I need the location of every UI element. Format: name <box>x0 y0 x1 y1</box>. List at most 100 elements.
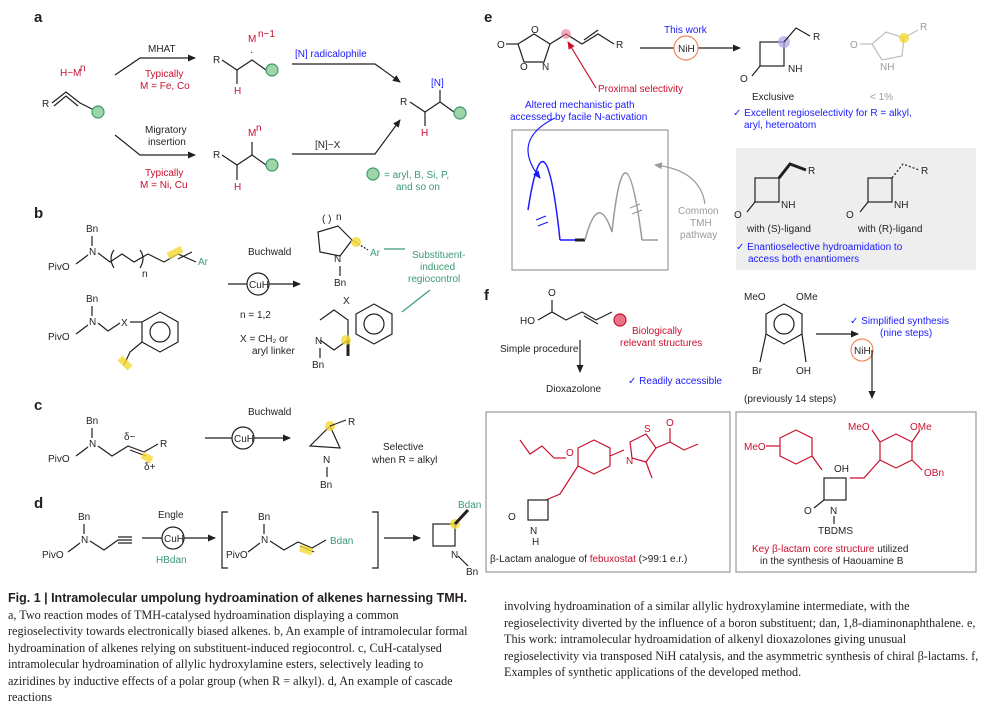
b2-n: N <box>89 317 96 328</box>
e-altered1: Altered mechanistic path <box>525 100 635 111</box>
d-chain <box>89 539 132 551</box>
f-febux-lactam-n: N <box>530 526 537 537</box>
b-x-def1: X = CH₂ or <box>240 334 289 345</box>
e-r: R <box>616 40 623 51</box>
f-h-tbdms: TBDMS <box>818 526 853 537</box>
d-p-bdan: Bdan <box>458 500 481 511</box>
b1-o-bond <box>75 254 89 265</box>
e-proximal-highlight <box>561 29 571 39</box>
c-chain <box>97 443 159 457</box>
radical-r: R <box>213 55 220 66</box>
e-grey-ts-mark <box>629 203 643 215</box>
e-common3: pathway <box>680 230 717 241</box>
f-oh: OH <box>796 366 811 377</box>
f-h-n: N <box>830 506 837 517</box>
b2-benzene <box>141 311 179 353</box>
e-r-lactam <box>867 177 893 203</box>
f-key1-post: utilized <box>874 544 908 555</box>
b-p2-n: N <box>315 336 322 347</box>
f-bio1: Biologically <box>632 326 682 337</box>
b2-vinyl-highlight <box>117 355 133 371</box>
f-febux-structure <box>519 428 699 501</box>
e-lactam-r: R <box>813 32 820 43</box>
e-nih: NiH <box>678 44 695 55</box>
b-substituent1: Substituent- <box>412 250 465 261</box>
d-i-pivo: PivO <box>226 550 248 561</box>
e-lactam-ring <box>759 41 785 67</box>
panel-a: a H−M n R MHAT Typically M = Fe, Co R H … <box>34 9 467 193</box>
product-chain <box>409 101 455 113</box>
b2-x: X <box>121 318 128 329</box>
b-cuh-circle <box>246 272 270 296</box>
e-ring-o2: O <box>520 62 528 73</box>
panel-c-label: c <box>34 397 42 414</box>
b-substituent3: regiocontrol <box>408 274 460 285</box>
b-p1-n: N <box>334 254 341 265</box>
b2-benzene-ring <box>149 321 171 343</box>
radicalophile-label: [N] radicalophile <box>295 49 367 60</box>
c-cuh: CuH <box>234 434 254 445</box>
panel-e-label: e <box>484 9 492 26</box>
b-p1-ar-bond <box>351 239 369 251</box>
panel-d: d Bn N PivO Engle CuH HBdan Bn N PivO Bd… <box>34 495 481 578</box>
f-febux-pre: β-Lactam analogue of <box>490 554 590 565</box>
b2-o-bond <box>75 324 89 335</box>
e-with-s: with (S)-ligand <box>746 224 811 235</box>
b1-double-bond <box>177 251 193 260</box>
f-h-oh: OH <box>834 464 849 475</box>
radical-metal-sup: n−1 <box>258 29 275 40</box>
radical-chain <box>221 59 267 71</box>
b-p2-ring <box>319 309 349 351</box>
f-acid-chain <box>537 311 613 321</box>
c-r: R <box>160 439 167 450</box>
panel-f: f HO O Simple procedure Dioxazolone Biol… <box>484 287 977 573</box>
mi-h: H <box>234 182 241 193</box>
e-carbonyl-o: O <box>497 40 505 51</box>
panel-d-label: d <box>34 495 43 512</box>
b-p2-benzene-ring <box>363 313 385 335</box>
b2-chain <box>97 322 121 332</box>
legend-line2: and so on <box>396 182 440 193</box>
e-nih-circle <box>673 35 699 61</box>
f-febux-caption: β-Lactam analogue of febuxostat (>99:1 e… <box>490 554 687 565</box>
e-enantiomer-box <box>736 148 976 270</box>
d-i-n: N <box>261 535 268 546</box>
radicalophile-arrow <box>292 63 401 83</box>
e-check1b: aryl, heteroatom <box>744 120 816 131</box>
b1-pivo: PivO <box>48 262 70 273</box>
mhat-metals: M = Fe, Co <box>140 81 190 92</box>
b-n-values: n = 1,2 <box>240 310 271 321</box>
reagent-hm: H−M <box>60 68 81 79</box>
d-i-bn: Bn <box>258 512 270 523</box>
caption-left-body: a, Two reaction modes of TMH-catalysed h… <box>8 607 468 705</box>
d-azetidine <box>432 523 456 547</box>
e-proximal: Proximal selectivity <box>598 84 683 95</box>
e-r-nh: NH <box>894 200 908 211</box>
b-buchwald: Buchwald <box>248 247 291 258</box>
substrate-r: R <box>42 99 49 110</box>
d-p-bn-bond <box>457 555 469 567</box>
f-h-meo2: MeO <box>848 422 870 433</box>
e-lactam-o: O <box>740 74 748 85</box>
e-common1: Common <box>678 206 719 217</box>
b-p2-bn: Bn <box>312 360 324 371</box>
e-this-work: This work <box>664 25 708 36</box>
c-p-n: N <box>323 455 330 466</box>
b1-n-sub: n <box>142 269 148 280</box>
d-p-bn: Bn <box>466 567 478 578</box>
f-nih-circle <box>850 338 874 362</box>
b2-pivo: PivO <box>48 332 70 343</box>
b1-alkene-highlight <box>166 245 184 260</box>
f-febux-co: O <box>666 418 674 429</box>
f-h-obn: OBn <box>924 468 944 479</box>
b-substituent2: induced <box>420 262 455 273</box>
f-readily: ✓ Readily accessible <box>628 376 722 387</box>
panel-f-label: f <box>484 287 490 304</box>
f-meo: MeO <box>744 292 766 303</box>
radical-metal: M <box>248 34 256 45</box>
c-selective2: when R = alkyl <box>371 455 437 466</box>
e-check2b: access both enantiomers <box>748 254 859 265</box>
legend-ball <box>366 167 380 181</box>
reagent-superscript: n <box>80 63 86 74</box>
e-s-wedge <box>777 162 807 179</box>
